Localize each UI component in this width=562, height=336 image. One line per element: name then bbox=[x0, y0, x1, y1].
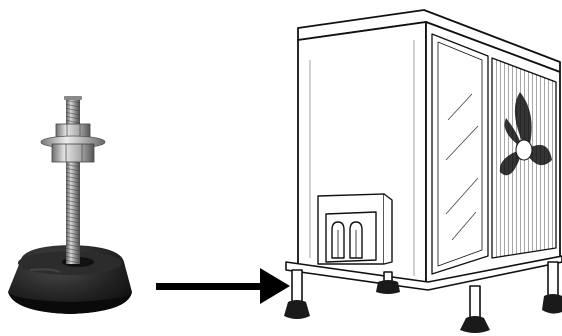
air-conditioner-unit bbox=[284, 10, 562, 333]
threaded-rod bbox=[64, 96, 82, 264]
right-arrow bbox=[156, 268, 290, 304]
service-valve-cover bbox=[318, 194, 392, 264]
lower-nut bbox=[52, 144, 94, 162]
levelling-foot bbox=[8, 96, 132, 314]
fan-grille bbox=[492, 58, 556, 258]
